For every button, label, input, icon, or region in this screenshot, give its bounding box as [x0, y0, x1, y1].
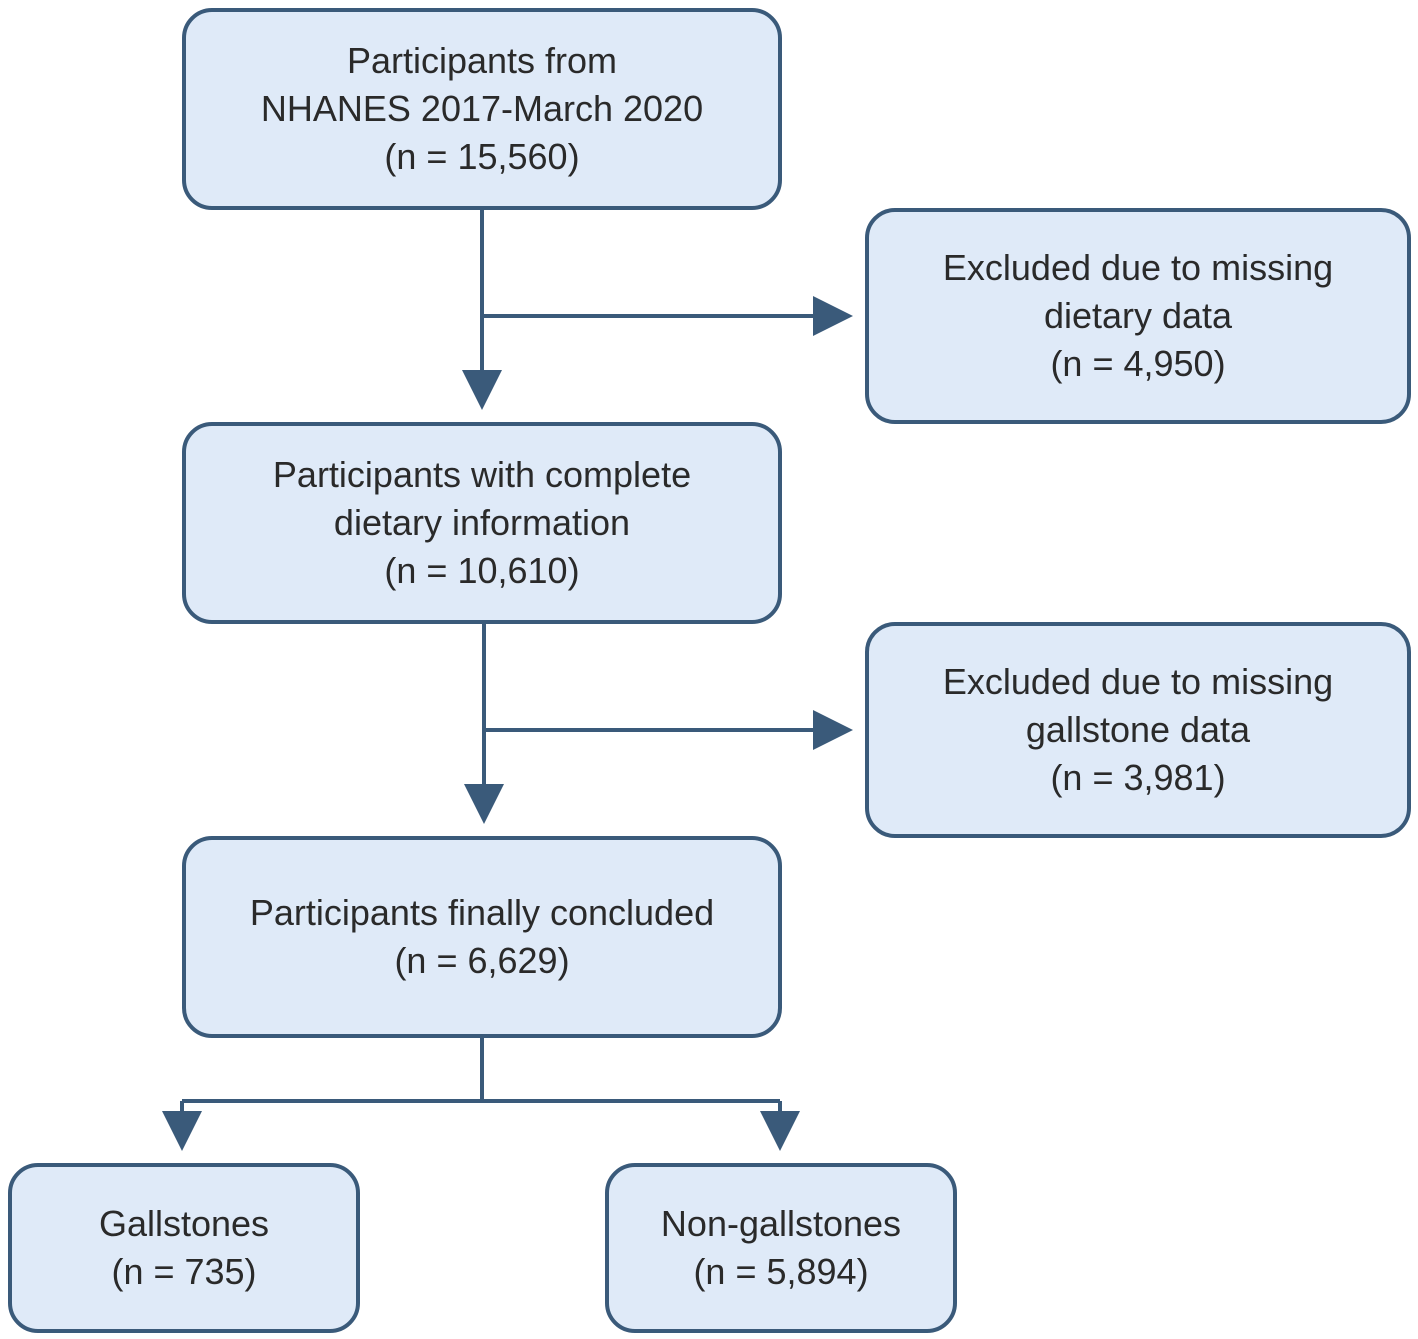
box-line: (n = 15,560) — [384, 136, 580, 177]
box-excluded-dietary: Excluded due to missing dietary data (n … — [865, 208, 1411, 424]
box-line: Participants from — [346, 40, 618, 81]
box-line: (n = 735) — [111, 1251, 257, 1292]
box-line: Gallstones — [98, 1203, 270, 1244]
box-line: (n = 5,894) — [693, 1251, 869, 1292]
box-line: Participants with complete — [272, 454, 692, 495]
box-line: Participants finally concluded — [249, 892, 715, 933]
box-participants-complete: Participants with complete dietary infor… — [182, 422, 782, 624]
box-line: Excluded due to missing — [942, 247, 1334, 288]
box-line: Non-gallstones — [660, 1203, 902, 1244]
box-participants-final: Participants finally concluded (n = 6,62… — [182, 836, 782, 1038]
box-line: (n = 10,610) — [384, 550, 580, 591]
box-line: (n = 3,981) — [1050, 757, 1226, 798]
box-line: (n = 4,950) — [1050, 343, 1226, 384]
box-line: (n = 6,629) — [394, 940, 570, 981]
box-line: dietary data — [1043, 295, 1233, 336]
box-excluded-gallstone: Excluded due to missing gallstone data (… — [865, 622, 1411, 838]
box-line: Excluded due to missing — [942, 661, 1334, 702]
box-non-gallstones: Non-gallstones (n = 5,894) — [605, 1163, 957, 1333]
box-line: gallstone data — [1025, 709, 1251, 750]
box-line: NHANES 2017-March 2020 — [260, 88, 704, 129]
box-participants-start: Participants from NHANES 2017-March 2020… — [182, 8, 782, 210]
box-gallstones: Gallstones (n = 735) — [8, 1163, 360, 1333]
box-line: dietary information — [333, 502, 631, 543]
